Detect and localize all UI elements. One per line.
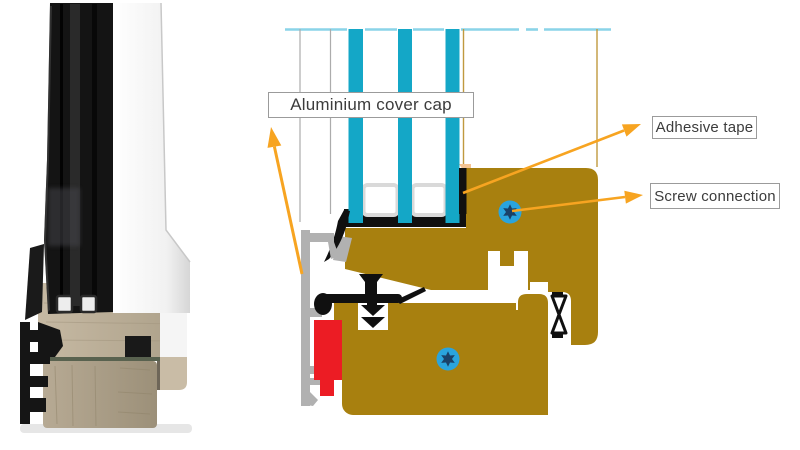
screw-icon [498, 200, 522, 224]
frame-outer-seal [550, 291, 568, 338]
label-aluminium-cover-cap: Aluminium cover cap [268, 92, 474, 118]
arrow-cover-cap [267, 127, 304, 275]
glass-pane [445, 29, 460, 223]
red-gasket [314, 320, 342, 396]
label-adhesive-tape: Adhesive tape [652, 116, 757, 139]
glass-pane [348, 29, 363, 223]
photo-aluminium-fins [20, 322, 63, 424]
photo-white-jamb [113, 2, 191, 313]
window-corner-photo [20, 2, 192, 433]
arrow-adhesive-tape [462, 124, 641, 195]
arrow-screw-connection [511, 190, 643, 213]
photo-frame-wood [43, 313, 187, 428]
callout-arrows [267, 124, 643, 275]
screw-icon [436, 347, 460, 371]
centre-seal [314, 274, 426, 328]
glass-pane [398, 29, 412, 223]
construction-lines [285, 28, 611, 222]
glazing-unit [324, 29, 467, 262]
spacer-bar [410, 183, 448, 217]
adhesive-tape-strip [459, 168, 467, 214]
photo-seal-gap [43, 357, 160, 361]
spacer-bar [361, 183, 400, 217]
photo-glazing-unit [25, 3, 113, 320]
sash-wood [345, 168, 598, 345]
label-screw-connection: Screw connection [650, 183, 780, 209]
